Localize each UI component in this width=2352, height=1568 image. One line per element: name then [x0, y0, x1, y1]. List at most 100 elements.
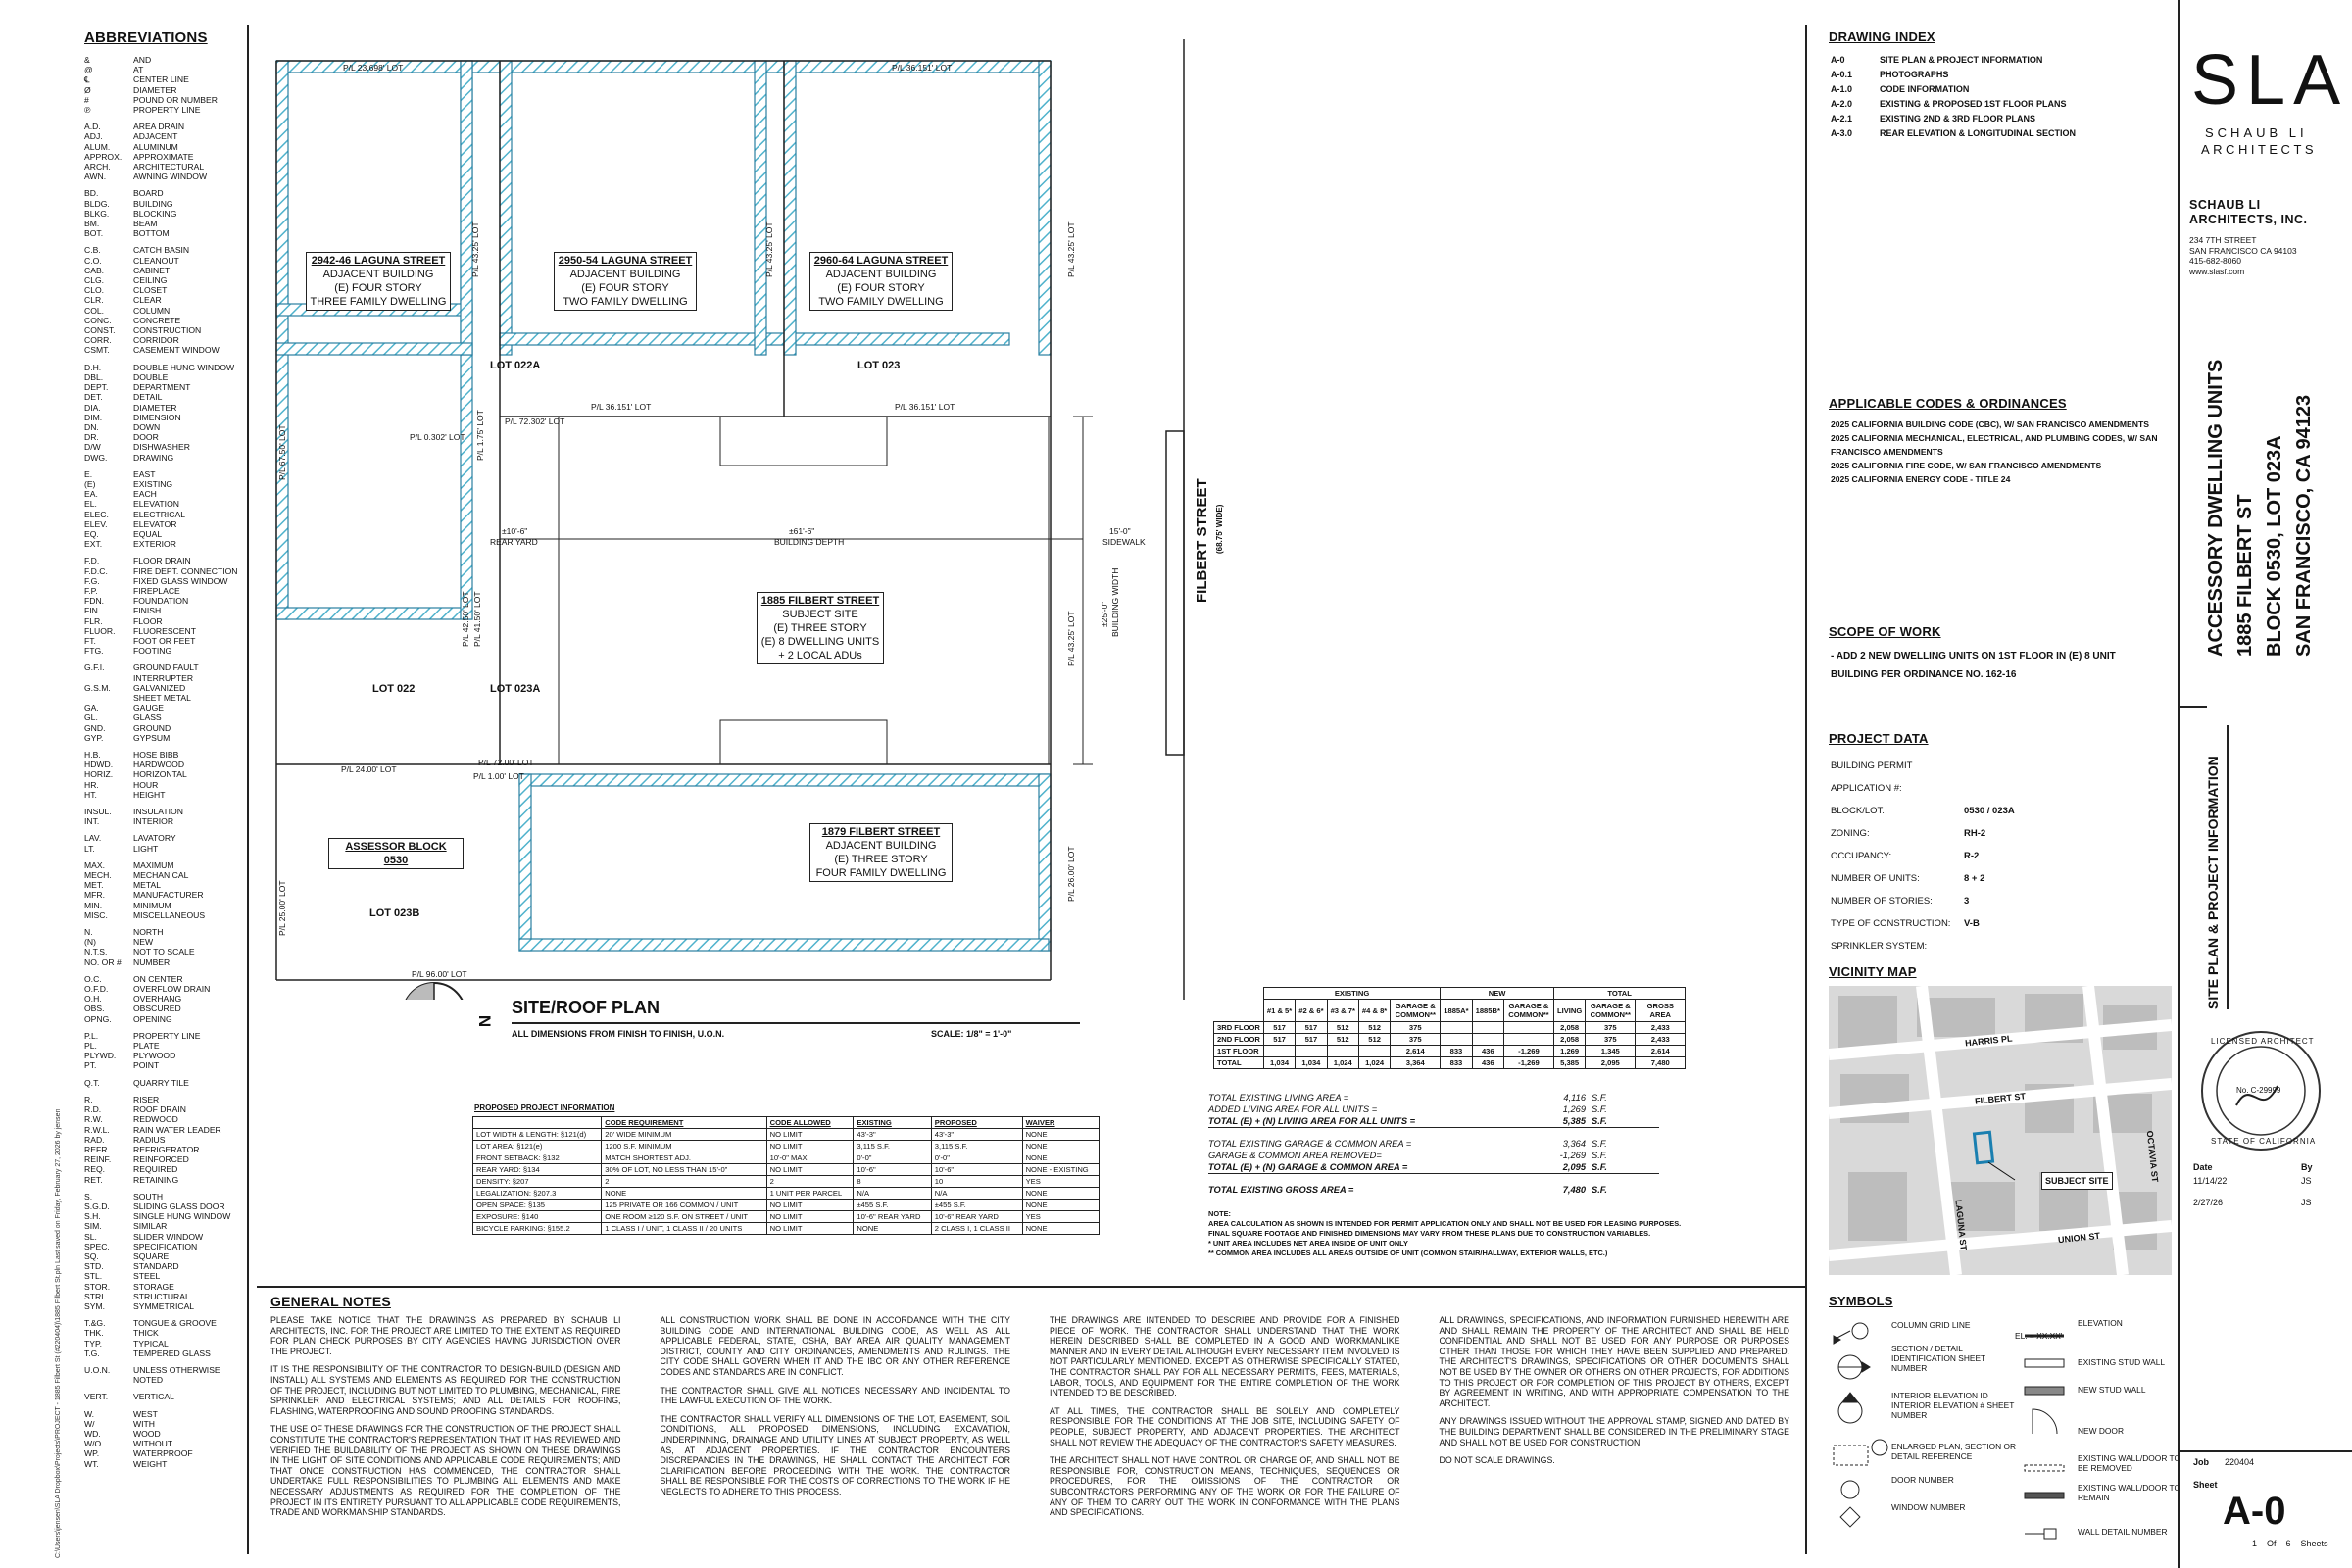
firm-website-link[interactable]: www.slasf.com: [2189, 266, 2245, 276]
table-row: LOT WIDTH & LENGTH: §121(d)20' WIDE MINI…: [471, 1128, 1101, 1141]
project-data-label: ZONING:: [1831, 828, 1870, 839]
table-cell: NONE: [601, 1187, 767, 1200]
table-cell: NONE: [853, 1222, 932, 1235]
abbreviation-value: WATERPROOF: [133, 1448, 193, 1459]
job-rule: [2178, 1450, 2352, 1452]
table-cell: 30% OF LOT, NO LESS THAN 15'-0": [601, 1163, 767, 1176]
abbreviation-row: MAX.MAXIMUM: [84, 860, 241, 870]
building-width-label: BUILDING WIDTH: [1110, 567, 1120, 637]
rear-yard-dim: ±10'-6": [502, 526, 528, 536]
abbreviation-value: SQUARE: [133, 1250, 170, 1261]
lot-label: LOT 023A: [490, 683, 541, 695]
abbreviation-key: #: [84, 94, 89, 105]
project-data-value: 3: [1964, 896, 1970, 906]
pl-label: P/L 43.25' LOT: [764, 221, 774, 277]
table-cell: 1,034: [1262, 1056, 1297, 1069]
abbreviation-row: (N)NEW: [84, 937, 241, 947]
pl-label: P/L 36.151' LOT: [892, 63, 953, 73]
abbreviation-row: G.F.I.GROUND FAULT: [84, 662, 241, 672]
abbreviation-key: R.: [84, 1094, 93, 1104]
abbreviation-key: STL.: [84, 1271, 103, 1282]
table-cell: 1,345: [1585, 1045, 1637, 1057]
abbreviation-row: DN.DOWN: [84, 422, 241, 432]
project-data-label: NUMBER OF STORIES:: [1831, 896, 1933, 906]
abbreviation-value: GAUGE: [133, 703, 165, 713]
lot-label: LOT 022A: [490, 360, 541, 371]
abbreviation-row: (E)EXISTING: [84, 479, 241, 489]
area-summary-label: TOTAL (E) + (N) LIVING AREA FOR ALL UNIT…: [1208, 1116, 1416, 1126]
pl-label: P/L 43.25' LOT: [470, 221, 480, 277]
abbreviation-row: DWG.DRAWING: [84, 453, 241, 463]
street-name: FILBERT STREET: [1194, 478, 1210, 603]
project-data-label: TYPE OF CONSTRUCTION:: [1831, 918, 1951, 929]
abbreviation-row: WP.WATERPROOF: [84, 1448, 241, 1458]
abbreviation-value: PROPERTY LINE: [133, 105, 201, 116]
abbreviation-value: STRUCTURAL: [133, 1291, 190, 1301]
abbreviation-value: INSULATION: [133, 807, 183, 817]
table-group-header: NEW: [1440, 987, 1554, 1000]
abbreviation-row: DIM. DIMENSION: [84, 413, 241, 422]
table-cell: [1502, 1021, 1554, 1034]
abbreviation-row: COL.COLUMN: [84, 306, 241, 316]
sheet-title-rule: [2227, 725, 2229, 1009]
symbols-legend-graphics: [1833, 1322, 2065, 1540]
abbreviation-key: NO. OR #: [84, 956, 122, 967]
area-summary-unit: S.F.: [1592, 1104, 1607, 1114]
drawing-index-title: PHOTOGRAPHS: [1880, 70, 1949, 79]
abbreviation-value: STORAGE: [133, 1281, 174, 1292]
table-header-cell: #4 & 8*: [1357, 999, 1392, 1022]
abbreviation-key: EXT.: [84, 539, 103, 550]
abbreviation-key: R.W.: [84, 1114, 103, 1125]
firm-name: SCHAUB LI ARCHITECTS, INC.: [2189, 198, 2308, 226]
project-data-label: NUMBER OF UNITS:: [1831, 873, 1920, 884]
abbreviation-row: RAD.RADIUS: [84, 1135, 241, 1145]
issue-date: 2/27/26: [2193, 1198, 2224, 1207]
building-width-dim: ±25'-0": [1100, 601, 1109, 627]
firm-logo: SLA: [2191, 41, 2349, 120]
abbreviation-key: MIN.: [84, 900, 103, 910]
abbreviation-row: STD.STANDARD: [84, 1261, 241, 1271]
abbreviation-value: HOSE BIBB: [133, 750, 179, 760]
abbreviation-row: S.G.D.SLIDING GLASS DOOR: [84, 1201, 241, 1211]
abbreviation-key: BOT.: [84, 228, 104, 239]
pl-label: P/L 0.302' LOT: [410, 432, 466, 442]
area-summary-row: TOTAL (E) + (N) GARAGE & COMMON AREA =2,…: [1208, 1161, 1659, 1174]
abbreviation-key: MFR.: [84, 890, 106, 901]
table-cell: 375: [1585, 1033, 1637, 1046]
abbreviation-row: HORIZ.HORIZONTAL: [84, 769, 241, 779]
abbreviation-value: TONGUE & GROOVE: [133, 1318, 217, 1329]
area-summary-value: -1,269: [1559, 1151, 1586, 1160]
symbol-label: EXISTING STUD WALL: [2078, 1357, 2166, 1367]
abbreviation-row: P.L.PROPERTY LINE: [84, 1031, 241, 1041]
abbreviation-key: BLDG.: [84, 198, 110, 209]
general-note-paragraph: ALL DRAWINGS, SPECIFICATIONS, AND INFORM…: [1439, 1315, 1790, 1408]
pl-label: P/L 24.00' LOT: [341, 764, 397, 774]
general-note-paragraph: THE ARCHITECT SHALL NOT HAVE CONTROL OR …: [1050, 1455, 1400, 1518]
abbreviation-key: E.: [84, 468, 93, 479]
abbreviation-key: DIM.: [84, 412, 103, 422]
abbreviation-key: N.T.S.: [84, 947, 108, 957]
area-summary-label: TOTAL EXISTING GROSS AREA =: [1208, 1185, 1354, 1195]
abbreviation-key: MECH.: [84, 870, 112, 881]
abbreviation-value: DIMENSION: [133, 412, 181, 422]
table-cell: [1440, 1033, 1473, 1046]
plan-subtitle: ALL DIMENSIONS FROM FINISH TO FINISH, U.…: [512, 1029, 725, 1039]
drawing-index-number: A-3.0: [1831, 128, 1853, 138]
table-cell: 3,364: [1390, 1056, 1442, 1069]
drawing-index-title: CODE INFORMATION: [1880, 84, 1970, 94]
sheet-count: 1 Of 6 Sheets: [2252, 1539, 2328, 1548]
abbreviation-value: EXISTING: [133, 478, 173, 489]
abbreviation-key: DIA.: [84, 402, 101, 413]
area-summary-unit: S.F.: [1592, 1162, 1608, 1172]
table-cell: [1357, 1045, 1392, 1057]
abbreviation-key: FLR.: [84, 615, 103, 626]
abbreviation-key: STD.: [84, 1261, 104, 1272]
table-cell: [1502, 1033, 1554, 1046]
rear-yard-label: REAR YARD: [490, 537, 538, 547]
